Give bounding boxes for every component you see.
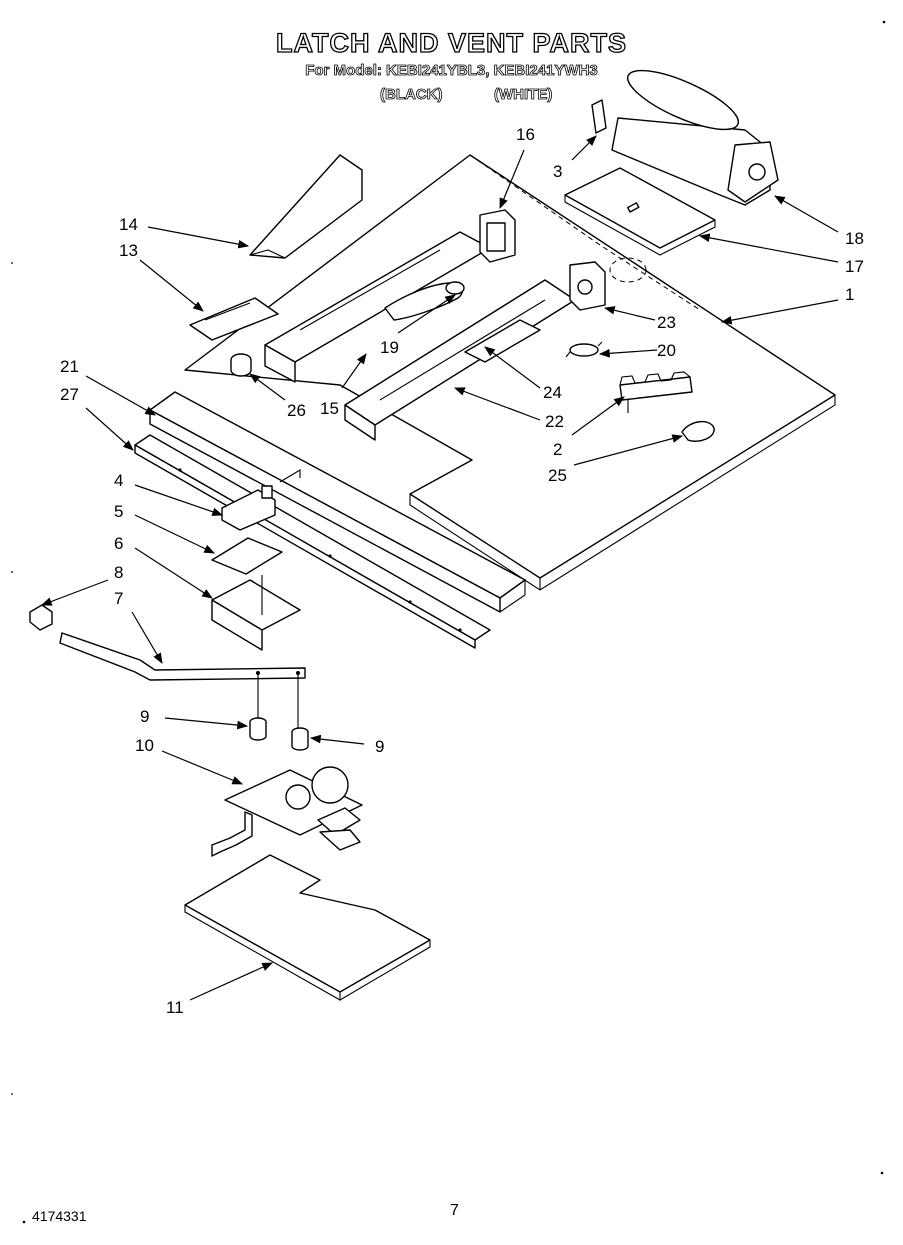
dashed-hole-outline bbox=[609, 257, 647, 283]
vent-tube-part-19 bbox=[384, 281, 465, 321]
callout-9-right: 9 bbox=[375, 737, 384, 756]
fan-motor-part-18 bbox=[611, 69, 779, 206]
latch-switch-part-4 bbox=[221, 485, 276, 531]
plug-part-26 bbox=[230, 353, 252, 377]
insulator-part-5 bbox=[211, 537, 283, 575]
callout-labels: 16 3 18 17 1 14 13 19 23 20 21 27 26 15 … bbox=[60, 125, 864, 1017]
callout-2: 2 bbox=[553, 440, 562, 459]
callout-20: 20 bbox=[657, 341, 676, 360]
callout-1: 1 bbox=[845, 285, 854, 304]
model-subtitle: For Model: KEBI241YBL3, KEBI241YWH3 bbox=[305, 62, 598, 80]
callout-5: 5 bbox=[114, 502, 123, 521]
leader-lines bbox=[40, 135, 839, 1001]
callout-24: 24 bbox=[543, 383, 562, 402]
spacer-part-9-left bbox=[249, 717, 267, 741]
callout-15: 15 bbox=[320, 399, 339, 418]
latch-mechanism-part-10 bbox=[211, 766, 363, 857]
terminal-block-part-2 bbox=[619, 371, 693, 413]
page-number: 7 bbox=[450, 1202, 459, 1219]
callout-16: 16 bbox=[516, 125, 535, 144]
scan-marks bbox=[11, 20, 886, 1224]
callout-9-left: 9 bbox=[140, 707, 149, 726]
variant-black-label: (BLACK) bbox=[380, 86, 443, 104]
slider-part-24 bbox=[464, 319, 541, 363]
callout-21: 21 bbox=[60, 357, 79, 376]
knob-part-8 bbox=[29, 604, 53, 631]
spacer-part-9-right bbox=[291, 727, 309, 751]
callout-4: 4 bbox=[114, 471, 123, 490]
callout-8: 8 bbox=[114, 563, 123, 582]
callout-22: 22 bbox=[545, 412, 564, 431]
callout-26: 26 bbox=[287, 401, 306, 420]
callout-6: 6 bbox=[114, 534, 123, 553]
clamp-part-25 bbox=[681, 421, 715, 442]
callout-27: 27 bbox=[60, 385, 79, 404]
vent-hood-part-14 bbox=[249, 154, 363, 259]
callout-11: 11 bbox=[166, 998, 184, 1017]
front-trim-part-27 bbox=[134, 434, 491, 649]
callout-13: 13 bbox=[119, 241, 138, 260]
callout-7: 7 bbox=[114, 589, 123, 608]
callout-18: 18 bbox=[845, 229, 864, 248]
callout-17: 17 bbox=[845, 257, 864, 276]
page-title: LATCH AND VENT PARTS bbox=[275, 27, 627, 58]
shield-plate-part-11 bbox=[184, 854, 431, 1001]
bracket-part-16 bbox=[479, 209, 516, 263]
bracket-part-23 bbox=[569, 261, 606, 311]
callout-10: 10 bbox=[135, 736, 154, 755]
latch-arm-part-7 bbox=[59, 632, 306, 681]
callout-14: 14 bbox=[119, 215, 138, 234]
variant-white-label: (WHITE) bbox=[494, 86, 553, 104]
callout-23: 23 bbox=[657, 313, 676, 332]
document-code: 4174331 bbox=[32, 1208, 87, 1224]
switch-cover-part-6 bbox=[211, 575, 301, 651]
callout-19: 19 bbox=[380, 338, 399, 357]
fan-bracket-part-17 bbox=[564, 167, 716, 256]
front-rail-part-21 bbox=[149, 391, 526, 613]
clip-part-3 bbox=[591, 99, 607, 134]
plate-part-13 bbox=[189, 297, 279, 341]
nut-part-20 bbox=[565, 341, 603, 358]
callout-3: 3 bbox=[553, 162, 562, 181]
callout-25: 25 bbox=[548, 466, 567, 485]
